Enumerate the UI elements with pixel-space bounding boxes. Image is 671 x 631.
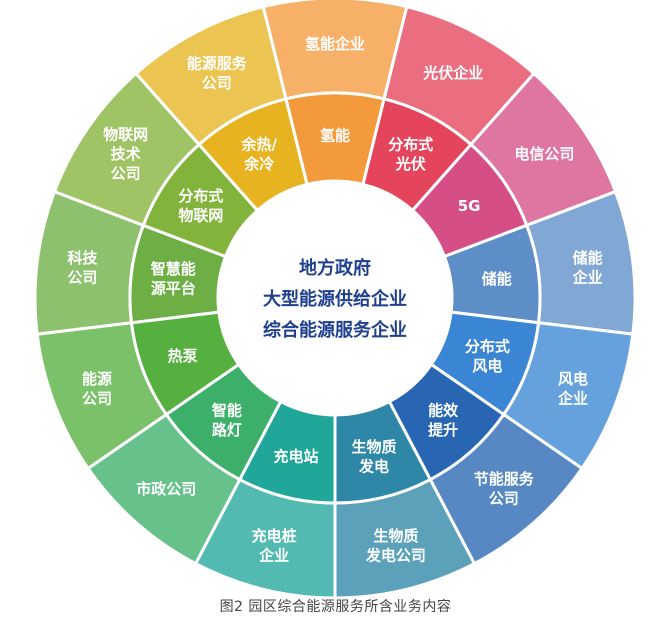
outer-sector-label: 节能服务 — [474, 470, 535, 488]
outer-sector-label: 企业 — [258, 546, 289, 564]
inner-sector-label: 5G — [458, 197, 481, 215]
outer-sector-label: 市政公司 — [136, 480, 196, 498]
inner-sector-label: 余热/ — [241, 135, 278, 153]
ring-labels: 氢能企业氢能光伏企业分布式光伏电信公司5G储能企业储能风电企业分布式风电节能服务… — [67, 35, 602, 564]
outer-ring — [33, 0, 637, 600]
inner-sector-label: 物联网 — [178, 207, 223, 225]
center-circle — [218, 181, 452, 415]
outer-sector-label: 氢能企业 — [305, 35, 365, 53]
outer-sector-label: 公司 — [202, 74, 232, 92]
inner-sector-label: 风电 — [472, 357, 502, 375]
inner-sector-label: 分布式 — [465, 338, 510, 356]
outer-sector-label: 公司 — [111, 164, 141, 182]
outer-sector-label: 光伏企业 — [422, 64, 483, 82]
center-line-1: 地方政府 — [299, 257, 371, 279]
outer-sector-label: 企业 — [572, 269, 603, 287]
inner-sector-label: 源平台 — [151, 280, 196, 298]
outer-sector-label: 电信公司 — [514, 145, 574, 163]
outer-sector-label: 风电 — [558, 370, 588, 388]
inner-sector-label: 路灯 — [212, 421, 242, 439]
inner-sector-label: 余冷 — [243, 155, 274, 173]
inner-sector-label: 智能 — [212, 402, 242, 420]
inner-sector-label: 充电站 — [273, 448, 318, 466]
inner-sector-label: 提升 — [428, 421, 458, 439]
inner-sector-label: 储能 — [482, 270, 512, 288]
outer-sector-label: 充电桩 — [252, 527, 297, 545]
inner-sector-label: 智慧能 — [151, 260, 196, 278]
outer-sector-label: 公司 — [82, 389, 112, 407]
outer-sector-label: 技术 — [111, 145, 141, 163]
outer-sector-label: 能源服务 — [187, 54, 248, 72]
outer-sector-label: 公司 — [67, 269, 97, 287]
outer-sector-label: 生物质 — [373, 527, 418, 545]
outer-sector-label: 企业 — [557, 389, 588, 407]
outer-sector-label: 科技 — [67, 249, 98, 267]
inner-sector-label: 能效 — [428, 402, 459, 420]
center-line-3: 综合能源服务企业 — [263, 319, 407, 341]
inner-sector-label: 生物质 — [351, 438, 396, 456]
inner-sector-label: 光伏 — [395, 155, 426, 173]
inner-sector-label: 热泵 — [168, 347, 198, 365]
inner-sector-label: 分布式 — [388, 135, 433, 153]
inner-sector-label: 发电 — [358, 457, 389, 475]
inner-sector-label: 氢能 — [320, 126, 350, 144]
figure-caption: 图2 园区综合能源服务所含业务内容 — [219, 599, 452, 615]
outer-sector-label: 物联网 — [103, 125, 148, 143]
inner-sector-label: 分布式 — [178, 187, 223, 205]
outer-sector-label: 储能 — [573, 249, 603, 267]
outer-sector-label: 能源 — [82, 370, 112, 388]
outer-sector-label: 公司 — [489, 490, 519, 508]
outer-sector-label: 发电公司 — [365, 546, 426, 564]
center-line-2: 大型能源供给企业 — [263, 288, 407, 310]
